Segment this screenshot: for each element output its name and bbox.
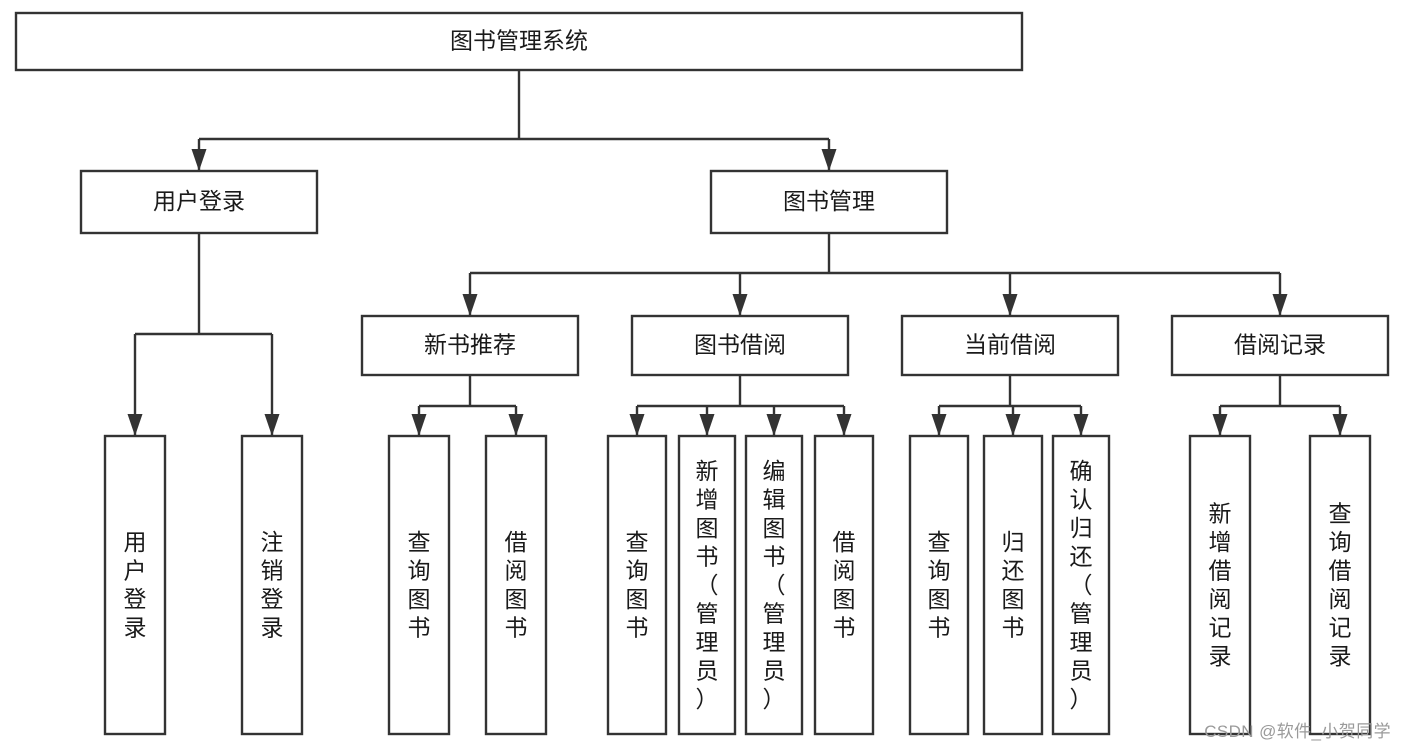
node-user-logout[interactable]: 注销登录 [240,434,304,736]
node-label: 用户登录 [153,188,245,214]
node-box [813,434,875,736]
node-current-borrow[interactable]: 当前借阅 [900,314,1120,377]
node-box [484,434,548,736]
node-box [677,434,737,736]
node-box [908,434,970,736]
arrow-head-icon [931,414,947,436]
arrow-head-icon [191,149,207,171]
node-label: 借阅图书 [833,529,856,641]
node-bb-borrow-book[interactable]: 借阅图书 [813,434,875,736]
arrow-head-icon [1212,414,1228,436]
watermark-text: CSDN @软件_小贺同学 [1204,722,1391,741]
arrow-head-icon [411,414,427,436]
node-box [240,434,304,736]
node-label: 确认归还（管理员） [1070,458,1093,712]
node-box [1051,434,1111,736]
node-label: 查询图书 [928,529,951,641]
node-label: 新增借阅记录 [1209,501,1232,670]
node-nbr-query-book[interactable]: 查询图书 [387,434,451,736]
node-box [900,314,1120,377]
node-label: 查询图书 [626,529,649,641]
node-box [103,434,167,736]
node-box [630,314,850,377]
node-br-add-record[interactable]: 新增借阅记录 [1188,434,1252,736]
node-box [709,169,949,235]
node-label: 图书管理系统 [450,28,588,54]
node-label: 注销登录 [261,529,284,641]
node-cb-query-book[interactable]: 查询图书 [908,434,970,736]
node-root[interactable]: 图书管理系统 [14,11,1024,72]
node-cb-confirm-return[interactable]: 确认归还（管理员） [1051,434,1111,736]
arrow-head-icon [127,414,143,436]
node-label: 用户登录 [124,529,147,641]
node-box [387,434,451,736]
node-br-query-record[interactable]: 查询借阅记录 [1308,434,1372,736]
arrow-head-icon [1002,294,1018,316]
node-label: 编辑图书（管理员） [763,458,786,712]
node-book-borrow[interactable]: 图书借阅 [630,314,850,377]
node-box [606,434,668,736]
arrow-head-icon [836,414,852,436]
node-label: 查询借阅记录 [1329,501,1352,670]
arrow-head-icon [1005,414,1021,436]
node-bb-add-book[interactable]: 新增图书（管理员） [677,434,737,736]
arrow-head-icon [508,414,524,436]
node-box [14,11,1024,72]
node-box [744,434,804,736]
arrow-head-icon [1332,414,1348,436]
arrow-head-icon [732,294,748,316]
node-label: 归还图书 [1002,529,1025,641]
node-label: 借阅记录 [1234,332,1326,358]
arrow-head-icon [264,414,280,436]
node-box [1308,434,1372,736]
node-nbr-borrow-book[interactable]: 借阅图书 [484,434,548,736]
node-label: 借阅图书 [505,529,528,641]
arrow-head-icon [766,414,782,436]
arrow-head-icon [1073,414,1089,436]
node-user-login[interactable]: 用户登录 [79,169,319,235]
node-user-login-do[interactable]: 用户登录 [103,434,167,736]
arrow-head-icon [629,414,645,436]
arrow-head-icon [821,149,837,171]
node-label: 图书借阅 [694,332,786,358]
node-label: 新增图书（管理员） [696,458,719,712]
node-bb-edit-book[interactable]: 编辑图书（管理员） [744,434,804,736]
node-book-manage[interactable]: 图书管理 [709,169,949,235]
arrow-head-icon [1272,294,1288,316]
node-borrow-record[interactable]: 借阅记录 [1170,314,1390,377]
node-label: 图书管理 [783,188,875,214]
node-label: 新书推荐 [424,332,516,358]
node-box [982,434,1044,736]
node-box [1188,434,1252,736]
node-box [1170,314,1390,377]
node-label: 查询图书 [408,529,431,641]
node-label: 当前借阅 [964,332,1056,358]
node-bb-query-book[interactable]: 查询图书 [606,434,668,736]
node-cb-return-book[interactable]: 归还图书 [982,434,1044,736]
arrow-head-icon [699,414,715,436]
node-new-book-recommend[interactable]: 新书推荐 [360,314,580,377]
arrow-head-icon [462,294,478,316]
